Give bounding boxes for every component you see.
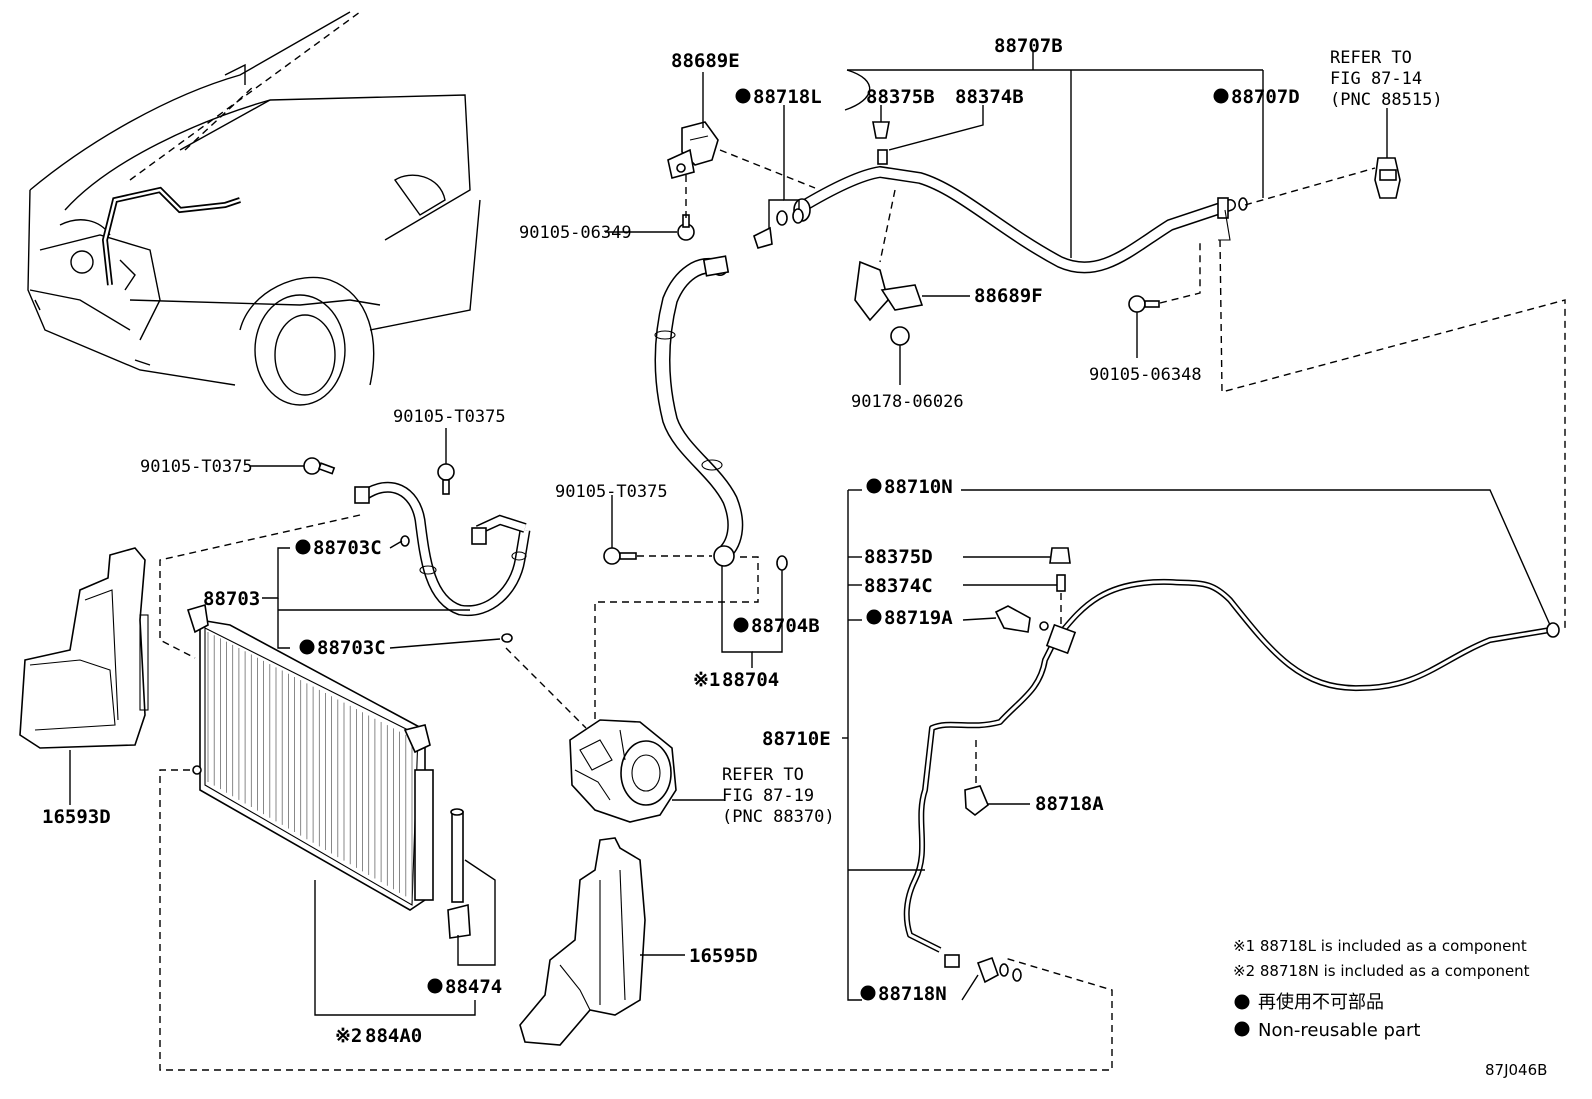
label-90105-T0375-left: 90105-T0375 bbox=[140, 457, 253, 477]
label-88704: 88704 bbox=[722, 669, 779, 691]
label-16593D: 16593D bbox=[42, 806, 111, 828]
non-reusable-dot-88718N bbox=[860, 985, 876, 1001]
notes-legend: ※1 88718L is included as a component ※2 … bbox=[1233, 937, 1547, 1079]
legend-en: Non-reusable part bbox=[1258, 1020, 1420, 1041]
hose-88703 bbox=[354, 481, 531, 643]
clip-88718A bbox=[964, 785, 989, 817]
non-reusable-dot-88704B bbox=[733, 617, 749, 633]
non-reusable-dot-88719A bbox=[866, 609, 882, 625]
ref-compressor-line2: FIG 87-19 bbox=[722, 786, 814, 806]
figure-code: 87J046B bbox=[1485, 1061, 1547, 1079]
label-88707D: 88707D bbox=[1231, 86, 1300, 108]
ref-top-line3: (PNC 88515) bbox=[1330, 90, 1443, 110]
non-reusable-dot-88703C-upper bbox=[295, 539, 311, 555]
pressure-sensor-88719A bbox=[994, 605, 1049, 633]
label-16595D: 16595D bbox=[689, 945, 758, 967]
cap-88375D bbox=[1049, 547, 1071, 564]
non-reusable-dot-88718L bbox=[735, 88, 751, 104]
legend-dot-jp bbox=[1234, 994, 1250, 1010]
label-90105-06348: 90105-06348 bbox=[1089, 365, 1202, 385]
label-88375B: 88375B bbox=[866, 86, 935, 108]
valve-core-88374C bbox=[1056, 574, 1066, 592]
label-88474: 88474 bbox=[445, 976, 502, 998]
clip-88718L bbox=[753, 208, 804, 249]
bracket-88689F bbox=[854, 260, 924, 346]
duct-16595D bbox=[519, 837, 646, 1046]
label-90178-06026: 90178-06026 bbox=[851, 392, 964, 412]
desiccant-88474 bbox=[447, 808, 471, 939]
duct-16593D bbox=[19, 547, 149, 749]
label-88703: 88703 bbox=[203, 588, 260, 610]
non-reusable-dot-88710N bbox=[866, 478, 882, 494]
connector-88515 bbox=[1374, 157, 1401, 199]
non-reusable-dot-88474 bbox=[427, 978, 443, 994]
leader-lines bbox=[69, 52, 1551, 1016]
clip-88718N bbox=[976, 956, 1022, 984]
ref-compressor-line3: (PNC 88370) bbox=[722, 807, 835, 827]
pipe-88710E bbox=[903, 578, 1560, 968]
legend-jp: 再使用不可部品 bbox=[1258, 992, 1384, 1013]
vehicle-front-sketch bbox=[27, 11, 481, 406]
hose-88704 bbox=[654, 255, 788, 571]
ref-mark-1: ※1 bbox=[693, 669, 720, 691]
ref-compressor-line1: REFER TO bbox=[722, 765, 804, 785]
part-labels: 88707B 88689E 88718L 88375B 88374B 88707… bbox=[42, 35, 1300, 1047]
label-90105-T0375-center: 90105-T0375 bbox=[555, 482, 668, 502]
label-88703C-upper: 88703C bbox=[313, 537, 382, 559]
label-88718L: 88718L bbox=[753, 86, 822, 108]
label-88703C-lower: 88703C bbox=[317, 637, 386, 659]
non-reusable-dot-88707D bbox=[1213, 88, 1229, 104]
label-88704B: 88704B bbox=[751, 615, 820, 637]
label-88689F: 88689F bbox=[974, 285, 1043, 307]
label-88719A: 88719A bbox=[884, 607, 953, 629]
legend-dot-en bbox=[1234, 1021, 1250, 1037]
ref-mark-2: ※2 bbox=[335, 1025, 362, 1047]
label-88374B: 88374B bbox=[955, 86, 1024, 108]
label-88374C: 88374C bbox=[864, 575, 933, 597]
label-88718A: 88718A bbox=[1035, 793, 1104, 815]
label-88718N: 88718N bbox=[878, 983, 947, 1005]
label-88710E: 88710E bbox=[762, 728, 831, 750]
bolt-90105-T0375-top bbox=[437, 463, 455, 495]
label-884A0: 884A0 bbox=[365, 1025, 422, 1047]
label-90105-T0375-top: 90105-T0375 bbox=[393, 407, 506, 427]
label-88710N: 88710N bbox=[884, 476, 953, 498]
ref-top-line2: FIG 87-14 bbox=[1330, 69, 1422, 89]
label-88375D: 88375D bbox=[864, 546, 933, 568]
non-reusable-dot-88703C-lower bbox=[299, 639, 315, 655]
condenser-884A0 bbox=[186, 603, 434, 911]
note-1: ※1 88718L is included as a component bbox=[1233, 937, 1527, 955]
bolt-90105-T0375-center bbox=[603, 547, 637, 565]
bolt-90105-06348 bbox=[1128, 295, 1160, 313]
label-88707B: 88707B bbox=[994, 35, 1063, 57]
ref-top-line1: REFER TO bbox=[1330, 48, 1412, 68]
refer-to-compressor: REFER TO FIG 87-19 (PNC 88370) bbox=[722, 765, 835, 827]
note-2: ※2 88718N is included as a component bbox=[1233, 962, 1530, 980]
label-90105-06349: 90105-06349 bbox=[519, 223, 632, 243]
label-88689E: 88689E bbox=[671, 50, 740, 72]
pipe-88707B bbox=[793, 121, 1248, 274]
refer-to-top: REFER TO FIG 87-14 (PNC 88515) bbox=[1330, 48, 1443, 110]
bracket-88689E bbox=[667, 121, 719, 179]
bolt-90105-06349 bbox=[677, 214, 695, 241]
compressor bbox=[569, 719, 677, 823]
bolt-90105-T0375-left bbox=[303, 457, 336, 475]
